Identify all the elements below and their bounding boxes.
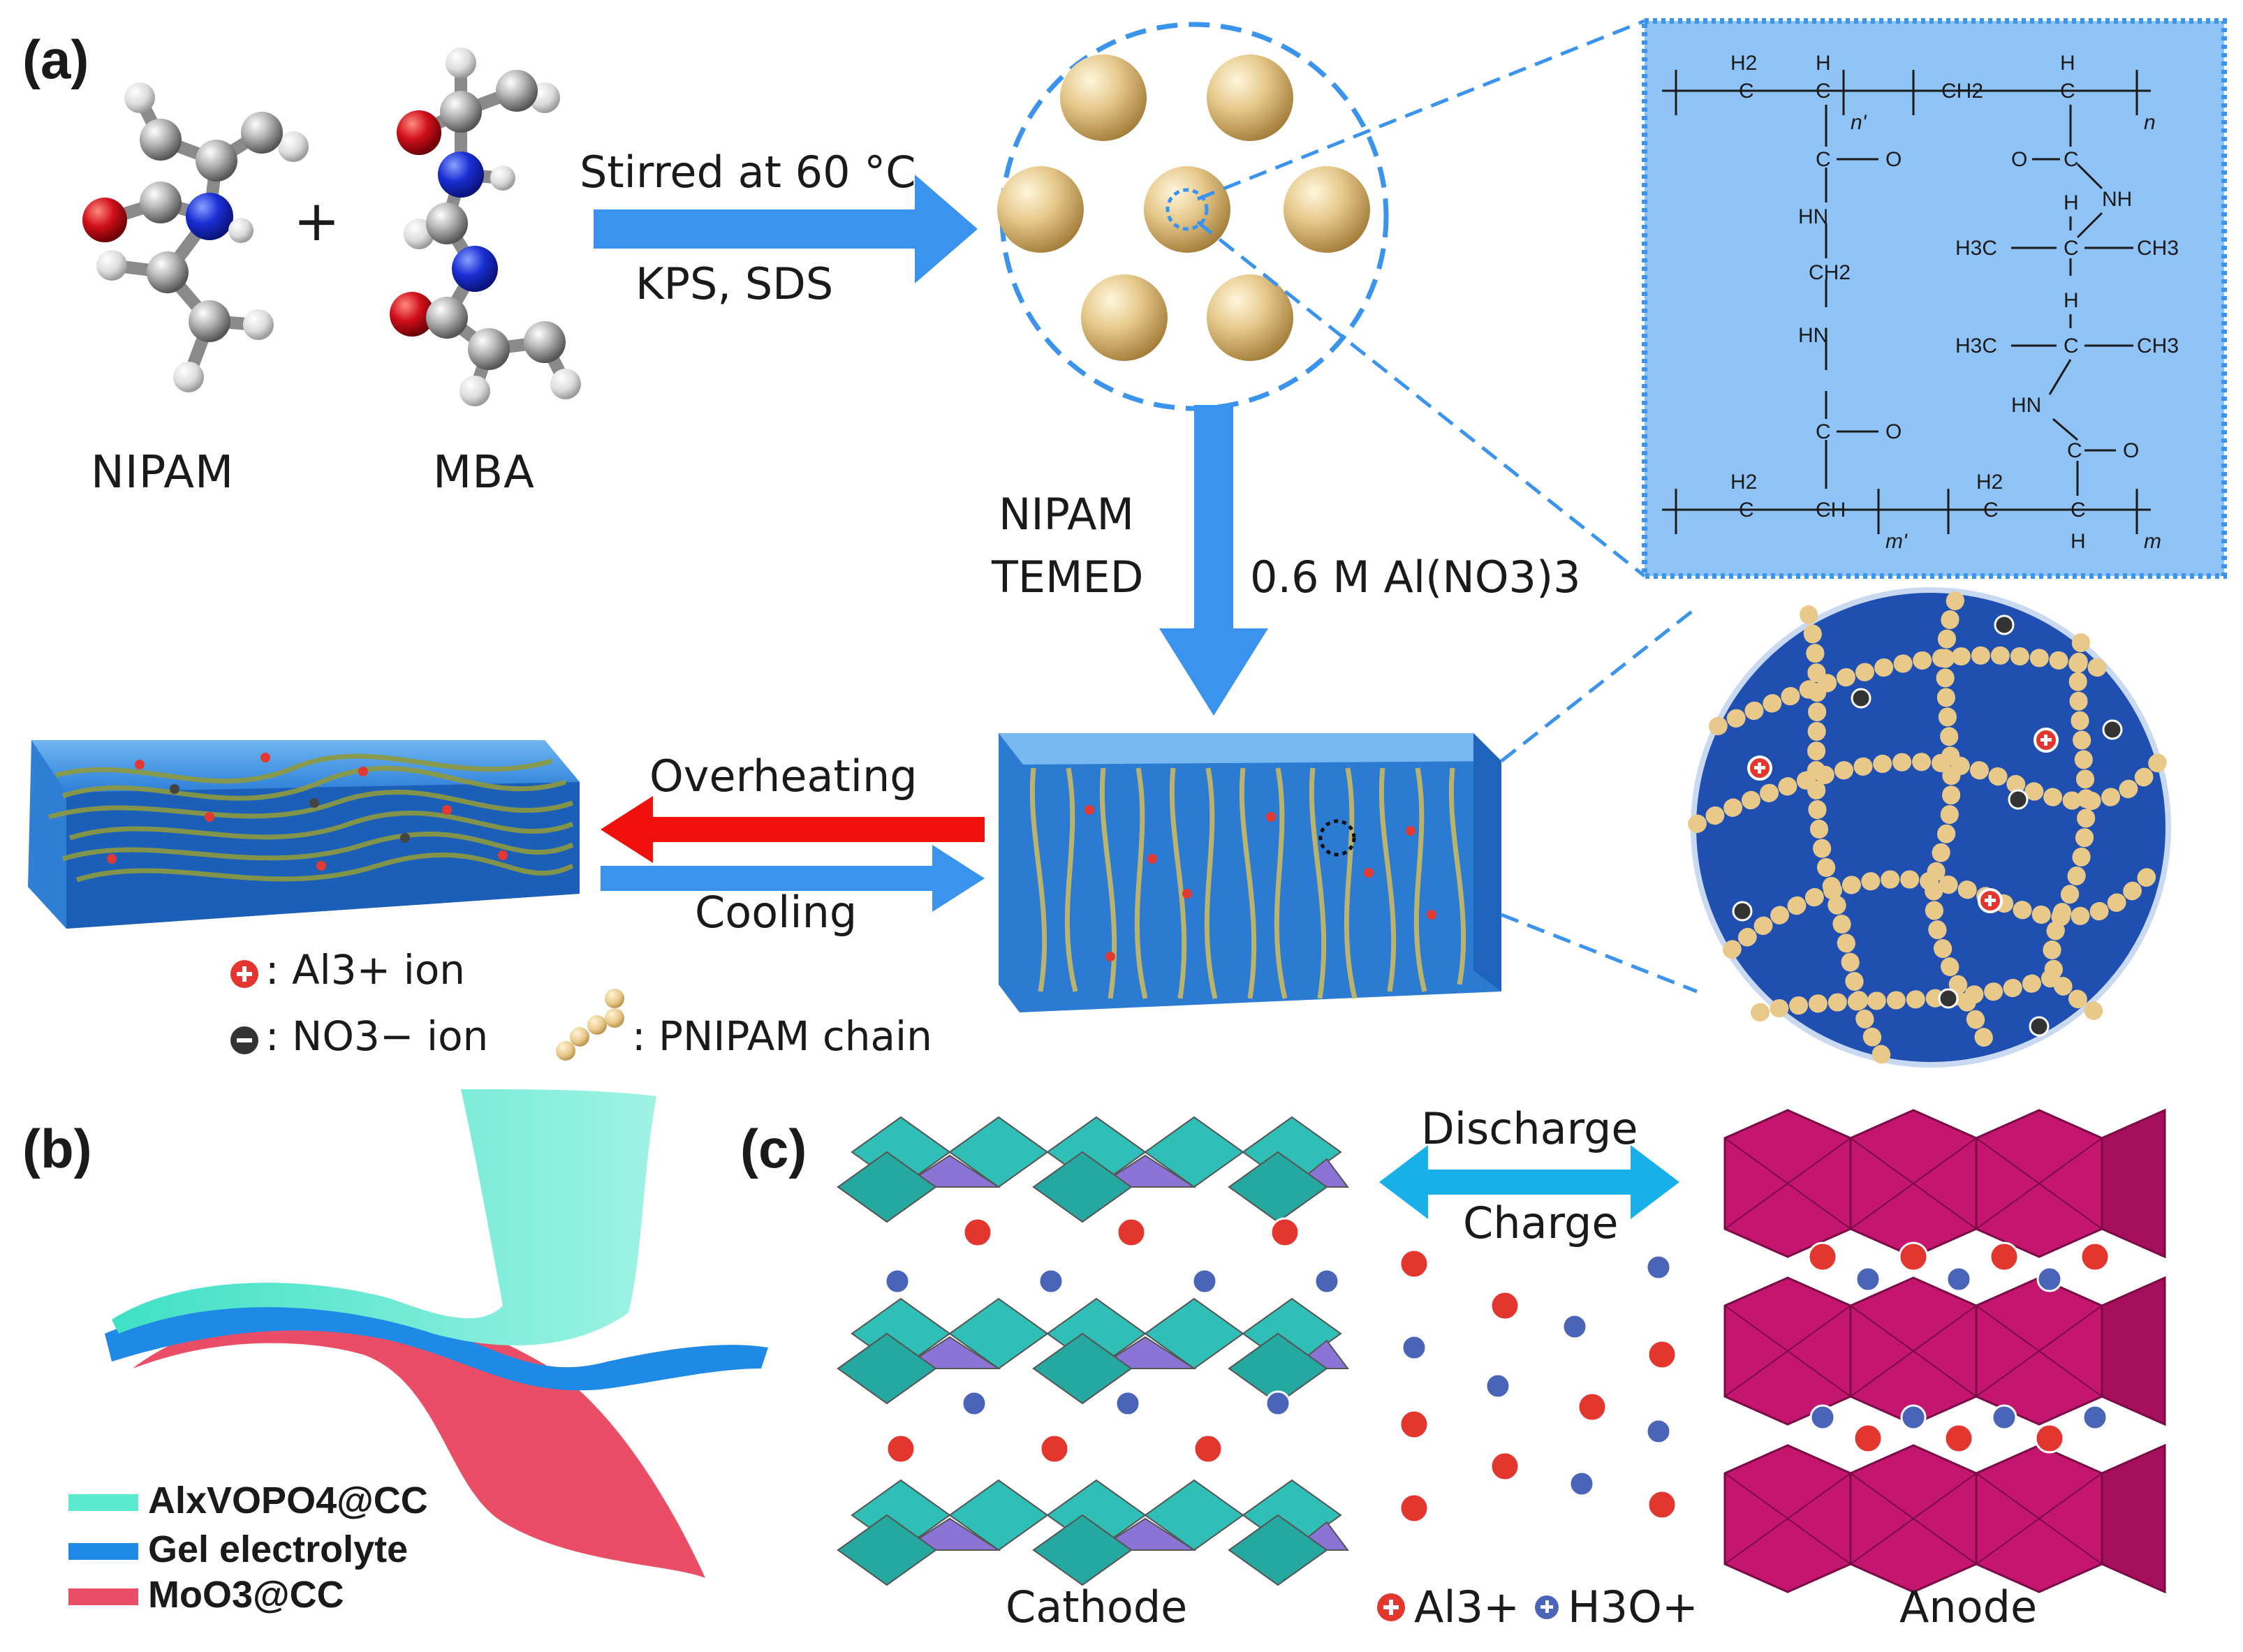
anode-structure — [1723, 1108, 2166, 1593]
anode-ions — [1807, 1241, 2110, 1454]
chem-bot-h2-right: H2 — [1976, 471, 2003, 494]
legend-a-icons — [230, 960, 624, 1061]
network-zoom-circle — [1688, 587, 2174, 1070]
chem-top-c2: C — [1816, 80, 1831, 103]
chem-hn-2: HN — [1798, 324, 1828, 347]
chem-sub-n: n — [2144, 111, 2156, 134]
chem-top-h2-left: H2 — [1730, 52, 1757, 75]
chem-c-right-carbonyl: C — [2064, 148, 2079, 171]
chem-ch2-link: CH2 — [1809, 261, 1851, 284]
label-mba: MBA — [433, 447, 535, 499]
label-nipam: NIPAM — [91, 447, 235, 499]
legend-c-h3o: H3O+ — [1568, 1581, 1698, 1632]
chemical-structure-panel: H2 C H C n' CH2 H C n C O HN CH2 HN C O … — [1642, 18, 2227, 579]
mba-molecule — [390, 47, 581, 406]
chem-h3c-2: H3C — [1955, 334, 1997, 357]
label-kps-sds: KPS, SDS — [635, 258, 834, 309]
chem-ch3-2: CH3 — [2137, 334, 2179, 357]
chem-top-c3: C — [2060, 80, 2075, 103]
chem-h3c-1: H3C — [1955, 237, 1997, 260]
microgel-circle — [997, 19, 1646, 577]
legend-al-ion: : Al3+ ion — [265, 946, 466, 994]
chem-bot-ch: CH — [1816, 499, 1846, 522]
chem-o-left-2: O — [1885, 420, 1902, 443]
label-aluminum-nitrate: 0.6 M Al(NO3)3 — [1250, 552, 1581, 603]
flexible-battery-layers — [68, 1089, 768, 1605]
legend-c-al: Al3+ — [1414, 1581, 1520, 1632]
arrow-cooling — [601, 845, 985, 912]
arrow-synthesis-down — [1159, 405, 1268, 716]
chem-nh-right: NH — [2102, 188, 2132, 211]
label-discharge: Discharge — [1421, 1103, 1638, 1154]
chem-top-h1: H — [1816, 52, 1831, 75]
chem-top-c1: C — [1739, 80, 1754, 103]
plus-sign: + — [293, 189, 341, 253]
chem-bot-c3: C — [2071, 499, 2086, 522]
chem-bot-h: H — [2071, 530, 2086, 553]
nipam-molecule — [82, 82, 309, 392]
chem-ch3-1: CH3 — [2137, 237, 2179, 260]
legend-c-icons — [1377, 1593, 1559, 1621]
panel-label-a: (a) — [22, 29, 89, 90]
electrolyte-ions — [1399, 1248, 1677, 1524]
chem-o-right-2: O — [2123, 439, 2139, 462]
chem-o-left: O — [1885, 148, 1902, 171]
label-cooling: Cooling — [695, 887, 858, 938]
chem-bot-c2: C — [1983, 499, 1999, 522]
chem-c-iso-2: C — [2064, 334, 2079, 357]
legend-no3-ion: : NO3− ion — [265, 1012, 489, 1060]
cathode-structure — [837, 1116, 1349, 1586]
chem-h-iso-2: H — [2064, 289, 2079, 312]
label-cathode: Cathode — [1006, 1581, 1188, 1632]
chem-sub-n-prime: n' — [1851, 111, 1867, 134]
label-anode: Anode — [1899, 1581, 2038, 1632]
chem-hn-1: HN — [1798, 205, 1828, 228]
chem-top-h2: H — [2060, 52, 2075, 75]
label-nipam-step2: NIPAM — [999, 489, 1134, 540]
arrow-overheating — [601, 796, 985, 863]
collapsed-gel-slab — [28, 740, 580, 929]
label-temed: TEMED — [992, 552, 1144, 603]
chem-c-right-carbonyl-2: C — [2067, 439, 2082, 462]
chem-hn-right: HN — [2011, 394, 2041, 417]
chem-c-iso-1: C — [2064, 237, 2079, 260]
chem-top-ch2: CH2 — [1941, 80, 1983, 103]
chem-sub-m-prime: m' — [1885, 530, 1908, 553]
arrow-discharge-charge — [1379, 1145, 1679, 1219]
chem-sub-m: m — [2144, 530, 2161, 553]
chem-h-iso-1: H — [2064, 191, 2079, 214]
chem-c-left-carbonyl: C — [1816, 148, 1831, 171]
chem-bot-h2-left: H2 — [1730, 471, 1757, 494]
legend-pnipam-chain: : PNIPAM chain — [632, 1012, 932, 1060]
chem-o-right: O — [2011, 148, 2027, 171]
legend-anode-layer: MoO3@CC — [148, 1574, 344, 1616]
panel-label-c: (c) — [740, 1118, 807, 1179]
panel-label-b: (b) — [22, 1118, 92, 1179]
chem-bot-c1: C — [1739, 499, 1754, 522]
legend-cathode-layer: AlxVOPO4@CC — [148, 1480, 428, 1521]
label-charge: Charge — [1463, 1197, 1619, 1248]
legend-gel-electrolyte: Gel electrolyte — [148, 1528, 409, 1570]
label-overheating: Overheating — [649, 751, 918, 802]
label-stirred: Stirred at 60 °C — [580, 147, 916, 198]
chem-c-left-carbonyl-2: C — [1816, 420, 1831, 443]
arrow-synthesis-right — [594, 175, 978, 283]
swollen-gel-cube — [999, 606, 1698, 1012]
cathode-ions — [884, 1217, 1340, 1464]
